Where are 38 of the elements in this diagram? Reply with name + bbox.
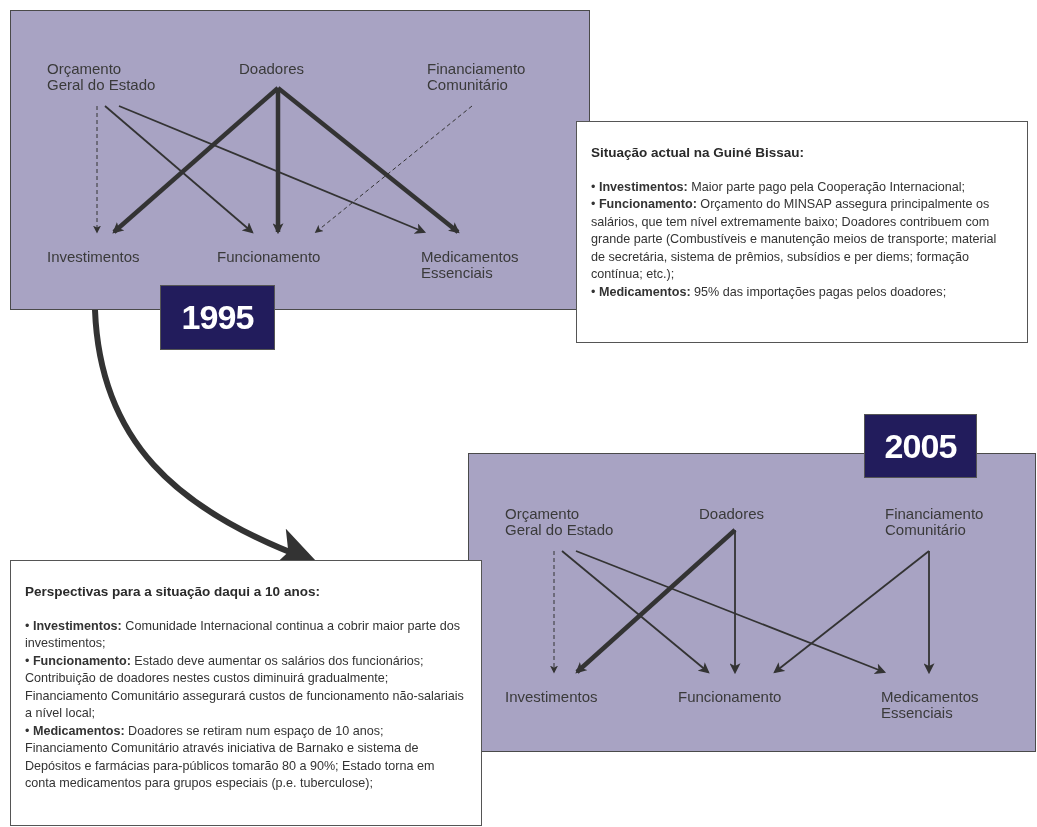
arrow — [112, 86, 280, 234]
arrow — [773, 550, 930, 674]
arrow — [550, 550, 558, 674]
source-label: Orçamento Geral do Estado — [47, 61, 161, 107]
bullet-item: • Funcionamento: Estado deve aumentar os salários dos funcionários; Contribuição de doadores nestes custos diminuirá gradualmente; Financiamento Comunitário assegurará custos de funcionamento não-salariais a nível local; — [25, 652, 465, 722]
arrow — [93, 105, 101, 234]
year-badge: 2005 — [864, 414, 977, 478]
arrow — [575, 550, 887, 674]
target-label: Funcionamento — [217, 233, 342, 271]
arrow — [276, 86, 460, 234]
year-badge: 1995 — [160, 285, 275, 350]
bullet-item: • Investimentos: Comunidade Internacional continua a cobrir maior parte dos investimentos; — [25, 617, 461, 652]
target-label: Funcionamento — [678, 673, 803, 711]
target-label: Investimentos — [505, 673, 625, 711]
text-box — [576, 121, 1028, 343]
box-heading: Situação actual na Guiné Bissau: — [591, 144, 806, 162]
arrow — [118, 105, 427, 234]
target-label: Medicamentos Essenciais — [881, 673, 1011, 729]
arrow — [575, 528, 737, 674]
arrow — [923, 550, 935, 675]
bullet-item: • Medicamentos: Doadores se retiram num espaço de 10 anos; Financiamento Comunitário através iniciativa de Barnako e sistema de Depósitos e farmácias para-públicos tomarão 80 a 90%; Estado torna em conta medicamentos para grupos especiais (p.e. tuberculose); — [25, 722, 436, 792]
arrow — [729, 529, 741, 675]
bullet-item: • Funcionamento: Orçamento do MINSAP assegura principalmente os salários, que tem nível extremamente baixo; Doadores contribuem com grande parte (Combustíveis e manutenção meios de transporte; material de secretária, sistema de prêmios, subsídios e per diems; formação contínua; etc.); — [591, 196, 998, 283]
arrow — [104, 105, 254, 234]
target-label: Investimentos — [47, 233, 167, 271]
text-box — [10, 560, 482, 826]
bullet-item: • Medicamentos: 95% das importações pagas pelos doadores; — [591, 283, 948, 301]
arrow — [314, 105, 473, 233]
source-label: Financiamento Comunitário — [885, 506, 1010, 552]
target-label: Medicamentos Essenciais — [421, 233, 551, 289]
source-label: Doadores — [699, 506, 779, 531]
arrow — [272, 88, 284, 235]
source-label: Financiamento Comunitário — [427, 61, 552, 107]
box-heading: Perspectivas para a situação daqui a 10 anos: — [25, 583, 321, 601]
bullet-item: • Investimentos: Maior parte pago pela Cooperação Internacional; — [591, 178, 967, 196]
source-label: Doadores — [239, 61, 319, 89]
arrow — [561, 550, 710, 674]
source-label: Orçamento Geral do Estado — [505, 506, 619, 552]
